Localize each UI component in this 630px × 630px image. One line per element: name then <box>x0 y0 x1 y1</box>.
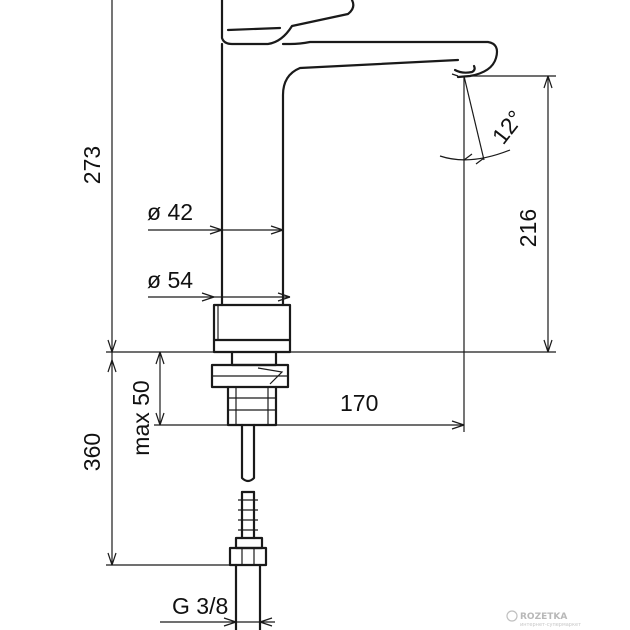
spout-angle-label: 12° <box>487 105 529 148</box>
faucet-body <box>212 0 499 354</box>
body-diameter-label: ø 42 <box>147 199 193 225</box>
base-diameter-label: ø 54 <box>147 267 193 293</box>
spout-reach-label: 170 <box>340 390 378 416</box>
mounting-hardware <box>210 350 290 483</box>
max-deck-thickness-label: max 50 <box>128 380 154 455</box>
watermark-tagline: интернет-супермаркет <box>520 622 581 628</box>
watermark: ROZETKA интернет-супермаркет <box>506 610 581 628</box>
connection-thread-label: G 3/8 <box>172 593 228 619</box>
hose-connector <box>228 490 268 630</box>
dimension-lines <box>106 0 556 627</box>
total-height-label: 273 <box>79 146 105 184</box>
watermark-brand: ROZETKA <box>520 612 567 622</box>
spout-height-label: 216 <box>515 209 541 247</box>
hose-length-label: 360 <box>79 433 105 471</box>
watermark-logo-icon <box>506 610 518 622</box>
